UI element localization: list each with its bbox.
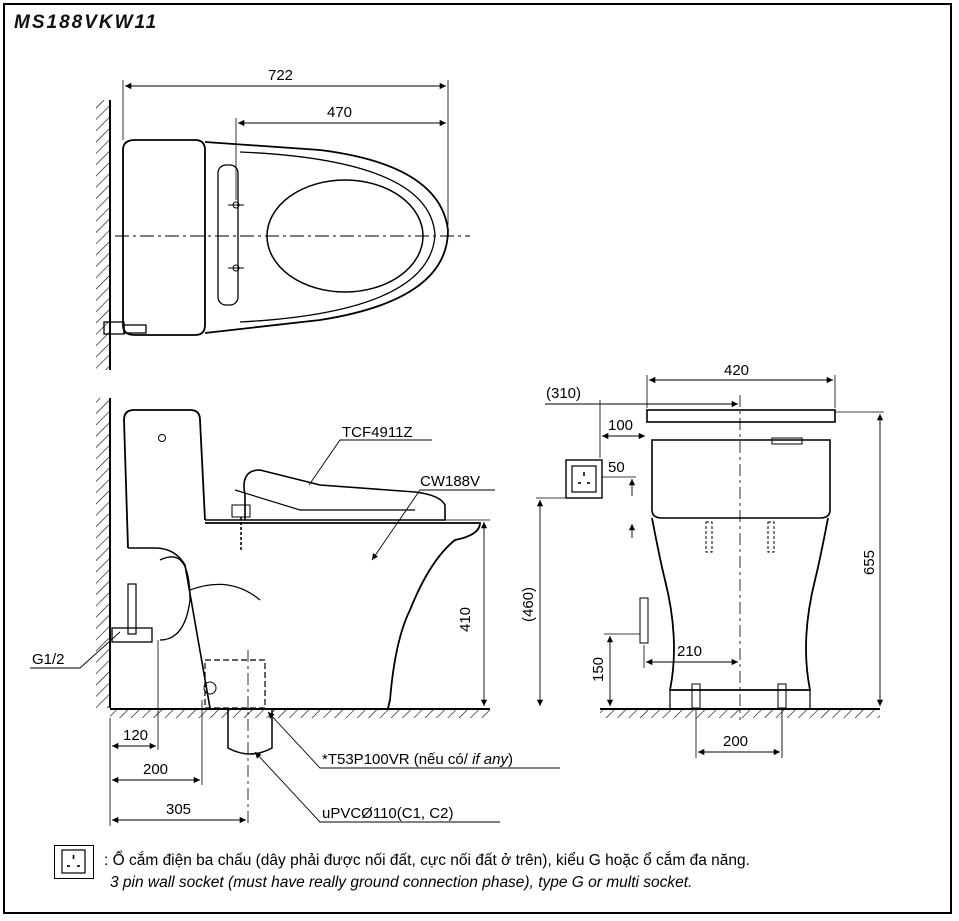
drawing-frame <box>3 3 952 914</box>
dim-200-side: 200 <box>143 761 168 778</box>
label-cw188v: CW188V <box>420 473 480 490</box>
label-tcf4911z: TCF4911Z <box>342 424 413 441</box>
side-view <box>30 398 560 826</box>
legend-vi: : Ổ cắm điện ba chấu (dây phải được nối … <box>104 852 750 869</box>
dim-120: 120 <box>123 727 148 744</box>
dim-200-front: 200 <box>723 733 748 750</box>
dim-420: 420 <box>724 362 749 379</box>
socket-legend: : Ổ cắm điện ba chấu (dây phải được nối … <box>104 850 750 894</box>
socket-legend-icon <box>54 845 94 879</box>
label-upvc: uPVCØ110(C1, C2) <box>322 805 453 822</box>
front-view <box>536 375 884 758</box>
dim-305: 305 <box>166 801 191 818</box>
dim-310: (310) <box>546 385 581 402</box>
legend-en: 3 pin wall socket (must have really grou… <box>110 874 693 891</box>
dim-722: 722 <box>268 67 293 84</box>
model-number: MS188VKW11 <box>14 12 159 33</box>
dim-100: 100 <box>608 417 633 434</box>
dim-150: 150 <box>590 657 607 682</box>
label-valve: *T53P100VR (nếu có/ if any) <box>322 751 513 768</box>
dim-460: (460) <box>520 587 537 622</box>
label-g12: G1/2 <box>32 651 65 668</box>
top-view <box>96 80 470 370</box>
dim-410: 410 <box>457 607 474 632</box>
dim-210: 210 <box>677 643 702 660</box>
dim-50: 50 <box>608 459 625 476</box>
dim-655: 655 <box>861 550 878 575</box>
dim-470: 470 <box>327 104 352 121</box>
